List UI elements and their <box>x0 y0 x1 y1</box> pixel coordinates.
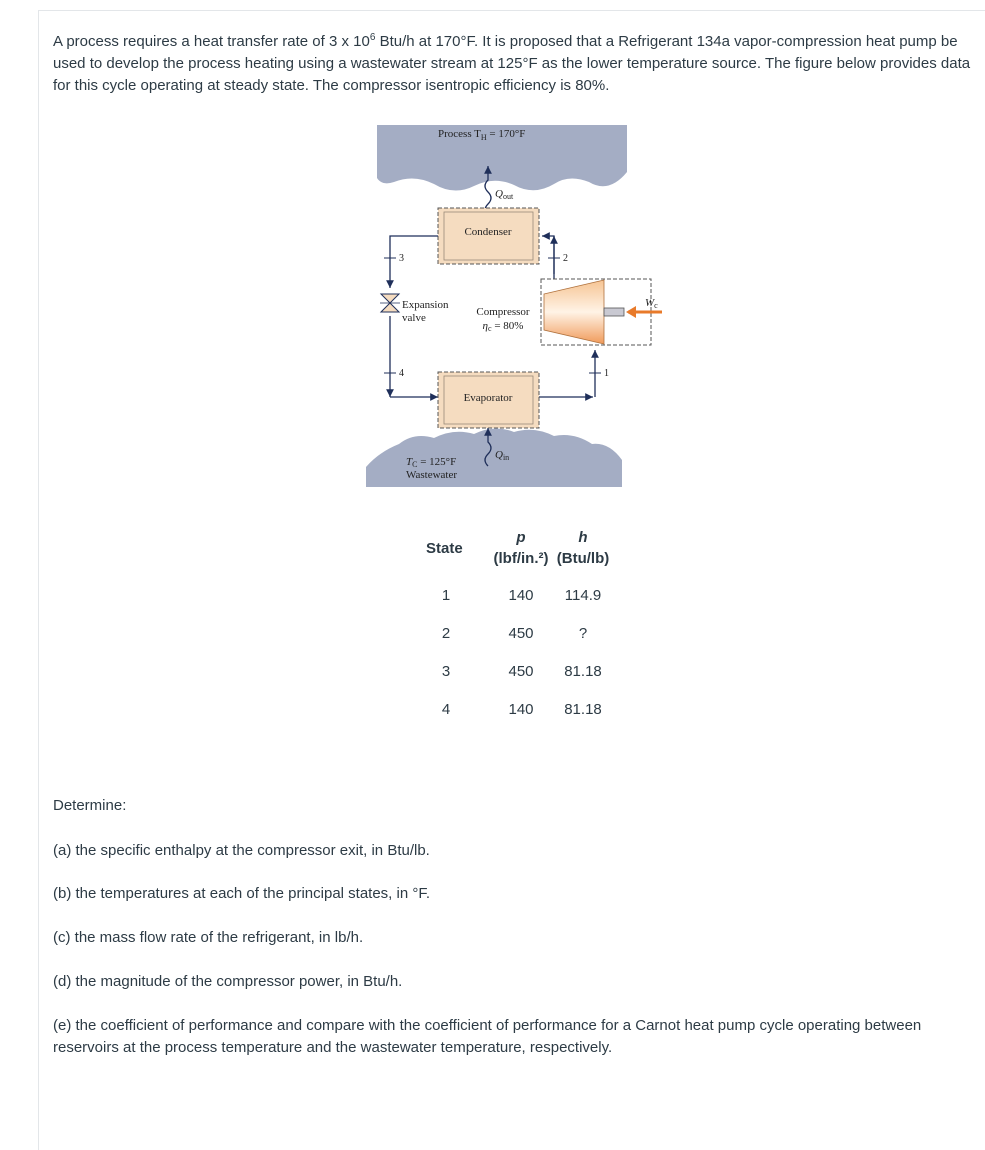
heat-pump-cycle-diagram: Process TH = 170°F Qout Condenser 3 2 4 … <box>366 125 662 487</box>
condenser-label: Condenser <box>464 226 511 238</box>
question-a: (a) the specific enthalpy at the compres… <box>53 842 430 859</box>
compressor-efficiency: ηc = 80% <box>483 320 524 333</box>
state-1-label: 1 <box>604 368 609 379</box>
table-row: 4 140 81.18 <box>441 701 602 718</box>
compressor-label: Compressor <box>476 306 530 318</box>
determine-heading: Determine: <box>53 797 127 814</box>
expansion-valve-icon <box>379 293 401 313</box>
question-c: (c) the mass flow rate of the refrigeran… <box>53 929 364 946</box>
state-4-label: 4 <box>399 368 404 379</box>
work-label: Wc <box>645 297 658 310</box>
cold-reservoir-sublabel: Wastewater <box>406 469 457 481</box>
question-b: (b) the temperatures at each of the prin… <box>53 885 431 902</box>
header-enthalpy: h (Btu/lb) <box>556 529 610 567</box>
compressor-boundary <box>540 278 652 346</box>
table-row: 3 450 81.18 <box>441 663 602 680</box>
header-pressure: p (lbf/in.²) <box>493 529 549 567</box>
table-row: 2 450 ? <box>441 625 588 642</box>
evaporator-label: Evaporator <box>464 392 513 404</box>
state-2-label: 2 <box>563 253 568 264</box>
compressor-shaft <box>603 307 625 317</box>
hot-reservoir-label: Process TH = 170°F <box>438 128 525 142</box>
state-3-label: 3 <box>399 253 404 264</box>
cold-reservoir <box>366 428 622 487</box>
content-card <box>38 10 985 1150</box>
problem-statement: A process requires a heat transfer rate … <box>53 32 971 94</box>
table-row: 1 140 114.9 <box>441 587 602 604</box>
q-in-arrow <box>484 428 492 467</box>
question-d: (d) the magnitude of the compressor powe… <box>53 973 403 990</box>
hot-reservoir <box>377 125 627 191</box>
q-in-label: Qin <box>495 449 509 462</box>
cold-reservoir-label: TC = 125°F <box>406 456 456 469</box>
q-out-label: Qout <box>495 188 514 201</box>
question-e: (e) the coefficient of performance and c… <box>53 1017 922 1056</box>
compressor-body <box>543 279 605 345</box>
header-state: State <box>426 540 463 557</box>
